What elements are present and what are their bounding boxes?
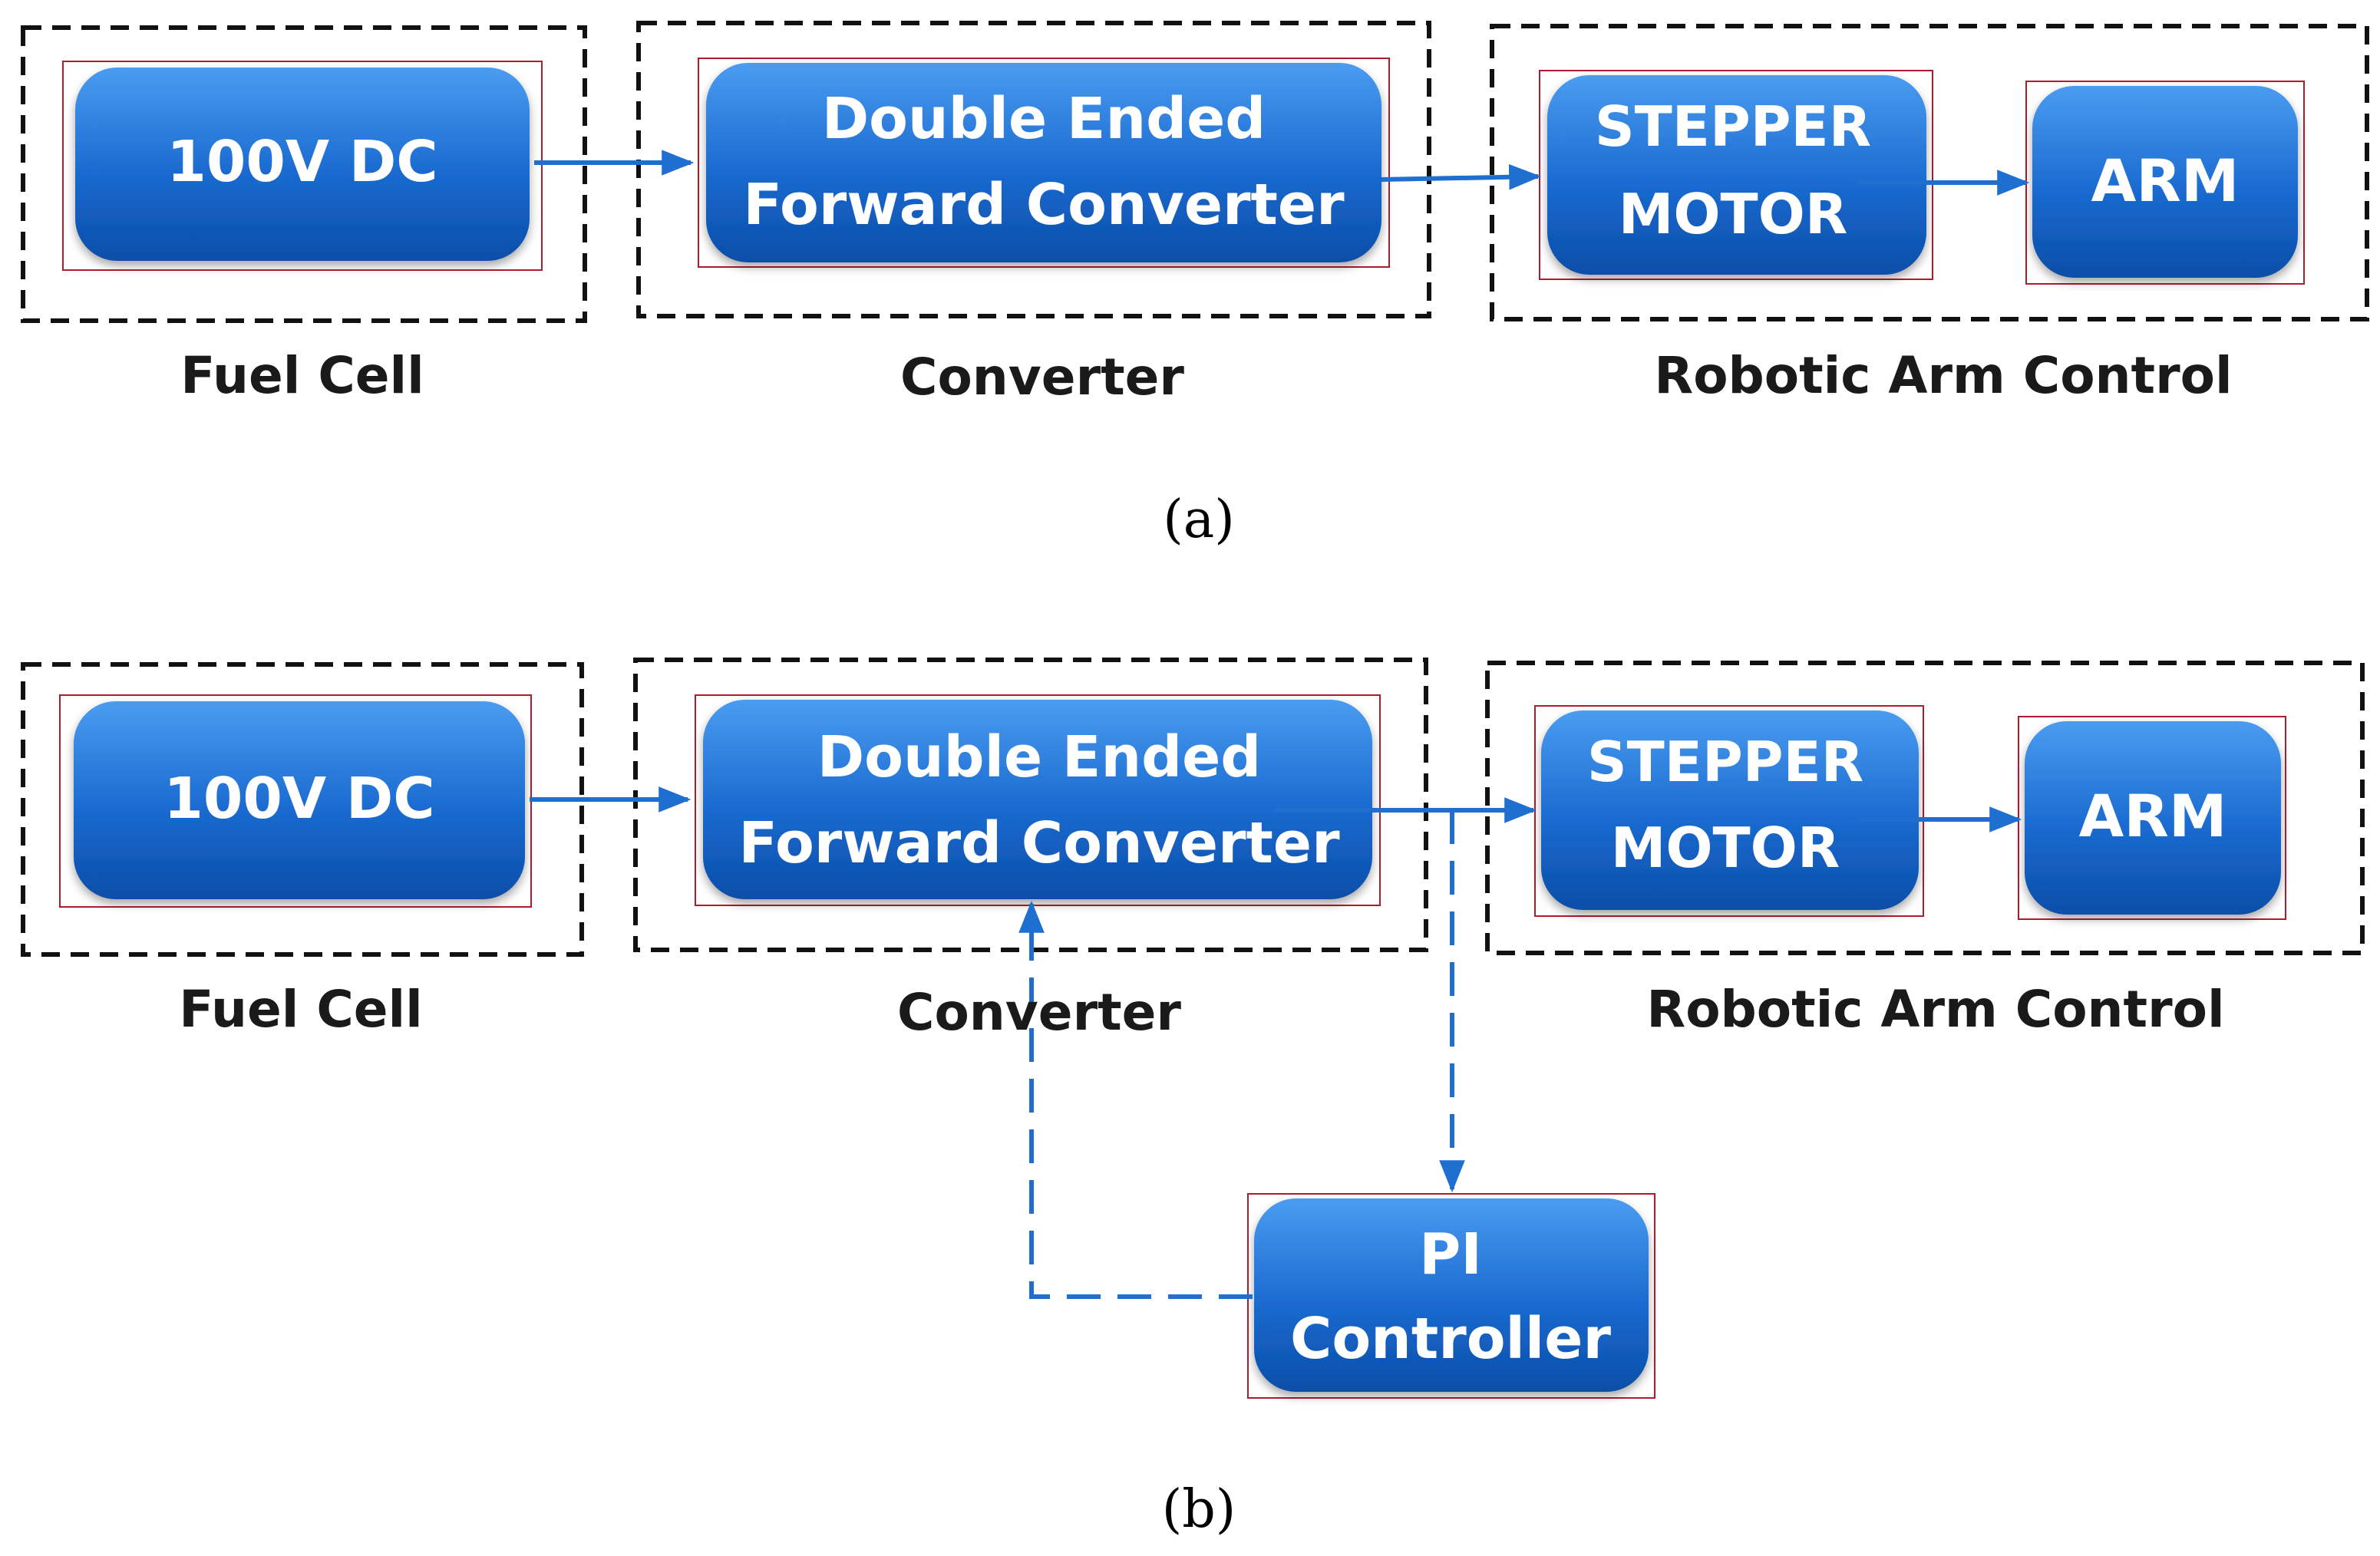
node-100v-dc: 100V DC [62,61,543,271]
group-label-fuel-cell-b: Fuel Cell [179,980,423,1039]
node-arm-label: ARM [2091,147,2240,215]
group-label-fuel-cell: Fuel Cell [180,346,424,405]
node-converter-line2: Forward Converter [743,172,1345,238]
group-converter-border [636,21,1431,318]
group-label-converter: Converter [900,348,1184,407]
group-label-converter-b: Converter [897,983,1181,1042]
node-forward-converter-b: Double Ended Forward Converter [695,694,1381,906]
node-pi-line1: PI [1419,1221,1482,1287]
node-stepper-line2: MOTOR [1619,182,1848,246]
group-fuel-cell-border-b [21,662,584,957]
caption-b: (b) [1162,1479,1236,1540]
node-pi-controller: PI Controller [1247,1193,1655,1399]
group-label-robotic-arm: Robotic Arm Control [1654,346,2232,405]
caption-a: (a) [1163,490,1235,550]
group-label-robotic-arm-b: Robotic Arm Control [1646,980,2224,1039]
arrow-converter-to-stepper [1381,163,1542,190]
group-robotic-arm-border-b [1485,661,2365,955]
group-fuel-cell-border [21,25,587,323]
node-arm-b: ARM [2018,716,2286,920]
diagram-b: 100V DC Double Ended Forward Converter S… [21,658,2365,1540]
node-stepper-line1-b: STEPPER [1587,730,1863,794]
node-converter-line1-b: Double Ended [817,724,1262,790]
node-stepper-motor: STEPPER MOTOR [1539,70,1933,280]
node-converter-line1: Double Ended [822,86,1266,152]
node-forward-converter: Double Ended Forward Converter [698,58,1390,268]
group-robotic-arm-border [1490,24,2369,321]
node-stepper-motor-b: STEPPER MOTOR [1534,705,1924,917]
node-100v-dc-label: 100V DC [167,129,437,195]
node-pi-line2: Controller [1290,1306,1611,1372]
node-stepper-line1: STEPPER [1595,94,1871,159]
diagram-a: 100V DC Double Ended Forward Converter S… [21,21,2369,550]
feedback-return-line [1018,900,1253,1299]
node-100v-dc-b: 100V DC [59,694,532,908]
node-arm: ARM [2025,81,2305,285]
node-converter-line2-b: Forward Converter [738,810,1340,876]
node-100v-dc-label-b: 100V DC [163,766,434,832]
node-stepper-line2-b: MOTOR [1611,816,1840,880]
node-arm-label-b: ARM [2079,782,2227,850]
